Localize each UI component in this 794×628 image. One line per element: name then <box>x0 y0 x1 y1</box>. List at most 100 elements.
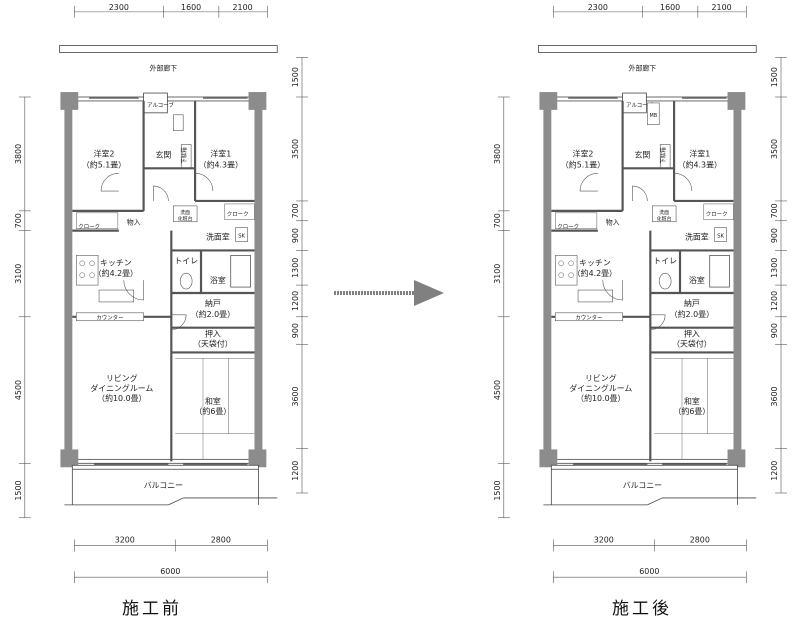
room-label-living-2: ダイニングルーム <box>569 383 632 393</box>
balcony-edge <box>647 497 663 506</box>
door-kitchen <box>602 280 623 301</box>
closet-left <box>555 212 598 229</box>
balcony-rail <box>550 464 738 470</box>
room-label-entrance: 玄関 <box>634 149 650 159</box>
left-dimension: 3800 <box>14 144 23 164</box>
closet-left <box>76 212 119 229</box>
bathtub <box>230 255 251 288</box>
burner <box>89 272 95 278</box>
room-size-japanese: （約6畳） <box>195 406 232 416</box>
exterior-wall-right <box>733 97 742 464</box>
room-label-kitchen: キッチン <box>100 258 132 267</box>
left-dimension: 700 <box>14 213 23 228</box>
arrow-head <box>414 280 444 306</box>
door-western1 <box>673 172 693 192</box>
room-label-living-2: ダイニングルーム <box>90 383 153 393</box>
closet-right <box>703 203 734 221</box>
left-dimension: 700 <box>493 213 502 228</box>
left-dimension: 4500 <box>493 380 502 400</box>
left-dimension: 3800 <box>493 144 502 164</box>
corridor-bar <box>538 45 757 53</box>
top-dimension: 1600 <box>660 3 680 12</box>
right-dimension: 3600 <box>291 386 300 406</box>
vanity <box>652 205 677 223</box>
shoebox-label: 下駄箱 <box>659 147 667 164</box>
structural-column <box>60 92 79 110</box>
exterior-wall-bottom <box>64 458 263 464</box>
room-label-bath: 浴室 <box>210 275 226 285</box>
top-dimension: 1600 <box>181 3 201 12</box>
exterior-wall-bottom <box>543 458 742 464</box>
alcove-label: アルコーブ <box>626 101 653 109</box>
meter-box <box>647 102 660 126</box>
right-dimension: 1200 <box>770 461 779 481</box>
room-label-washroom: 洗面室 <box>685 232 709 242</box>
right-dimension: 900 <box>770 323 779 338</box>
corridor-label: 外部廊下 <box>150 63 178 72</box>
stove <box>554 255 578 286</box>
room-size-western1: （約4.3畳） <box>199 159 243 169</box>
right-dimension: 1500 <box>291 67 300 87</box>
structural-column <box>248 92 267 110</box>
right-dimension: 1200 <box>770 291 779 311</box>
counter <box>554 312 623 322</box>
structural-column <box>539 92 558 110</box>
balcony-label: バルコニー <box>623 481 662 490</box>
closet-label-right: クローク <box>706 211 728 218</box>
total-width-dimension: 6000 <box>160 567 180 576</box>
top-dimension: 2300 <box>109 3 129 12</box>
burner <box>568 272 574 278</box>
counter-label: カウンター <box>575 314 602 322</box>
total-width-dimension: 6000 <box>639 567 659 576</box>
room-size-oshiire: （天袋付） <box>672 338 712 348</box>
closet-label-left: クローク <box>78 224 100 231</box>
burner <box>568 260 574 267</box>
door-western2 <box>579 172 598 192</box>
room-label-oshiire: 押入 <box>684 329 700 339</box>
room-label-japanese: 和室 <box>205 396 221 406</box>
counter <box>75 312 144 322</box>
burner <box>79 260 85 267</box>
right-dimension: 900 <box>770 228 779 243</box>
door-western2 <box>100 172 119 192</box>
bottom-dimension: 3200 <box>115 536 135 545</box>
vanity-label: 洗面 <box>659 209 669 216</box>
door-western1 <box>194 172 214 192</box>
room-label-entrance: 玄関 <box>155 149 171 159</box>
sink <box>577 289 613 303</box>
room-label-living-1: リビング <box>106 373 138 383</box>
corridor-label: 外部廊下 <box>629 63 657 72</box>
vanity-label: 洗面 <box>180 209 190 216</box>
counter-label: カウンター <box>96 314 123 322</box>
room-size-living: （約10.0畳） <box>576 393 625 403</box>
right-dimension: 1300 <box>770 258 779 278</box>
sk-label: SK <box>238 234 245 240</box>
meter-box <box>173 114 184 131</box>
balcony-edge <box>168 497 184 506</box>
top-dimension: 2300 <box>588 3 608 12</box>
burner <box>79 272 85 278</box>
door-nando <box>650 314 666 330</box>
bottom-dimension: 3200 <box>594 536 614 545</box>
structural-column <box>60 449 79 468</box>
right-dimension: 3500 <box>291 139 300 159</box>
room-size-oshiire: （天袋付） <box>193 338 233 348</box>
top-dimension: 2100 <box>233 3 253 12</box>
right-dimension: 1200 <box>291 461 300 481</box>
right-dimension: 3600 <box>770 386 779 406</box>
room-label-western1: 洋室1 <box>210 148 231 158</box>
right-dimension: 3500 <box>770 139 779 159</box>
left-dimension: 3100 <box>493 264 502 284</box>
structural-column <box>248 449 267 468</box>
room-size-nando: （約2.0畳） <box>670 309 714 319</box>
room-label-washroom: 洗面室 <box>206 232 230 242</box>
room-label-kitchen: キッチン <box>579 258 611 267</box>
room-label-storage: 物入 <box>606 218 620 227</box>
sk-sink <box>714 227 727 242</box>
right-dimension: 700 <box>291 203 300 218</box>
bottom-dimension: 2800 <box>211 536 231 545</box>
structural-column <box>727 92 746 110</box>
room-size-western2: （約5.1畳） <box>561 159 605 169</box>
